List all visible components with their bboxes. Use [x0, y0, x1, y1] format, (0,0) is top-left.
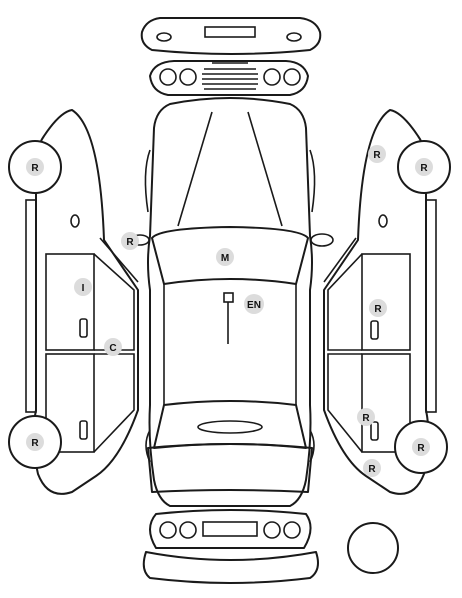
front-headlight-right-1 [263, 68, 281, 86]
front-headlight-right-2 [283, 68, 301, 86]
svg-text:M: M [221, 253, 229, 264]
windshield [151, 226, 309, 285]
left-sill [25, 199, 37, 413]
marker-left-front-wheel[interactable]: R [26, 158, 44, 176]
marker-right-front-door[interactable]: R [369, 299, 387, 317]
right-a-pillar [323, 237, 357, 283]
right-front-door [361, 253, 411, 351]
front-grille-outline [149, 60, 309, 96]
svg-text:R: R [374, 304, 382, 315]
rear-light-right-2 [283, 521, 301, 539]
front-fog-light-right [286, 32, 302, 42]
rear-window [153, 400, 307, 449]
marker-right-rear-wheel[interactable]: R [412, 438, 430, 456]
left-front-door [45, 253, 95, 351]
rear-plate [202, 521, 258, 537]
svg-text:R: R [31, 438, 39, 449]
svg-text:EN: EN [247, 300, 261, 311]
left-a-pillar [99, 237, 139, 283]
car-top-view [130, 97, 334, 507]
right-window-rear [327, 353, 363, 453]
rear-body-outline [149, 509, 312, 549]
right-fuel-cap [378, 214, 388, 228]
svg-text:R: R [368, 464, 376, 475]
left-front-handle [79, 318, 88, 338]
marker-engine[interactable]: EN [244, 294, 264, 314]
front-headlight-left-2 [179, 68, 197, 86]
svg-text:R: R [417, 443, 425, 454]
right-rear-door [361, 353, 411, 453]
front-fender-left [144, 149, 151, 213]
left-rear-handle [79, 420, 88, 440]
rear-light-left-2 [179, 521, 197, 539]
marker-roof[interactable]: M [216, 248, 234, 266]
hood-line-right [247, 111, 283, 227]
rear-light-right-1 [263, 521, 281, 539]
rear-bumper [142, 551, 319, 584]
front-grille-bars [202, 68, 258, 90]
rear-fender-left [145, 429, 151, 463]
marker-right-upper-side[interactable]: R [368, 145, 386, 163]
rear-fender-right [309, 429, 315, 463]
spare-wheel [347, 522, 399, 574]
engine-marker-box [223, 292, 234, 303]
marker-right-front-wheel[interactable]: R [415, 158, 433, 176]
front-bumper-outline [140, 17, 322, 55]
front-headlight-left-1 [159, 68, 177, 86]
front-fog-light-left [156, 32, 172, 42]
marker-left-rear-wheel[interactable]: R [26, 433, 44, 451]
rear-light-left-1 [159, 521, 177, 539]
marker-right-lower-side[interactable]: R [363, 459, 381, 477]
car-front-view [140, 17, 322, 96]
trunk-handle [197, 420, 263, 434]
svg-text:R: R [420, 163, 428, 174]
svg-text:I: I [82, 283, 85, 294]
left-fuel-cap [70, 214, 80, 228]
right-front-handle [370, 320, 379, 340]
hood-line-left [177, 111, 213, 227]
left-window-rear [93, 353, 135, 453]
right-window-front [327, 253, 363, 351]
marker-left-front-door[interactable]: I [74, 278, 92, 296]
right-rear-handle [370, 421, 379, 441]
svg-text:R: R [373, 150, 381, 161]
car-rear-view [142, 509, 319, 584]
svg-text:R: R [126, 237, 134, 248]
front-fender-right [309, 149, 316, 213]
svg-text:R: R [31, 163, 39, 174]
left-rear-door [45, 353, 95, 453]
car-left-side-view [8, 109, 139, 495]
side-mirror-right-top [310, 233, 334, 247]
svg-text:R: R [362, 413, 370, 424]
markers: R R R R R R M EN [26, 145, 433, 477]
marker-left-mirror[interactable]: R [121, 232, 139, 250]
svg-text:C: C [109, 343, 116, 354]
front-plate [204, 26, 256, 38]
roof-outline [163, 284, 297, 405]
trunk-lid [147, 443, 313, 493]
right-sill [425, 199, 437, 413]
marker-left-door-gap[interactable]: C [104, 338, 122, 356]
left-window-front [93, 253, 135, 351]
marker-right-rear-door[interactable]: R [357, 408, 375, 426]
